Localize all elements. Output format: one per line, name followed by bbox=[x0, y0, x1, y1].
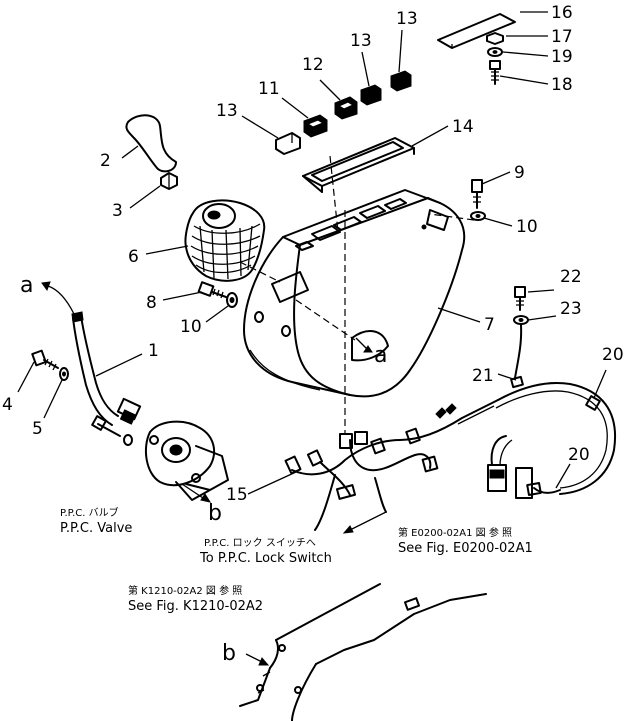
callout-10-right: 10 bbox=[516, 217, 538, 237]
callout-20-top: 20 bbox=[602, 345, 624, 365]
callout-8: 8 bbox=[146, 293, 157, 313]
lower-frame bbox=[239, 583, 487, 721]
caption-fig-e-en: See Fig. E0200-02A1 bbox=[398, 541, 533, 556]
callout-leaders bbox=[17, 11, 607, 495]
callout-20-bottom: 20 bbox=[568, 445, 590, 465]
callout-7: 7 bbox=[484, 315, 495, 335]
part-12-cap bbox=[334, 96, 358, 120]
part-3-nut bbox=[160, 172, 178, 190]
part-9-bolt bbox=[471, 179, 483, 209]
part-13-cap-middle bbox=[360, 84, 382, 106]
caption-ppc-valve-jp: P.P.C. バルブ bbox=[60, 506, 119, 519]
callout-9: 9 bbox=[514, 163, 525, 183]
callout-11: 11 bbox=[258, 79, 280, 99]
part-13-cap-left bbox=[275, 132, 301, 155]
callout-15: 15 bbox=[226, 485, 248, 505]
callout-4: 4 bbox=[2, 395, 13, 415]
part-6-rubber-boot bbox=[184, 199, 266, 282]
part-15-wiring-harness bbox=[284, 399, 499, 531]
callout-13-middle: 13 bbox=[350, 31, 372, 51]
part-17-nut bbox=[486, 32, 504, 45]
dashed-line-bolt9 bbox=[429, 213, 475, 221]
callout-numbers: 16 17 19 18 13 13 12 11 13 14 2 9 3 10 6… bbox=[2, 3, 624, 505]
callout-13-left: 13 bbox=[216, 101, 238, 121]
part-16-plate bbox=[437, 13, 516, 49]
caption-fig-k-jp: 第 K1210-02A2 図 参 照 bbox=[128, 584, 242, 597]
callout-3: 3 bbox=[112, 201, 123, 221]
part-4-bolt bbox=[31, 349, 59, 371]
callout-12: 12 bbox=[302, 55, 324, 75]
marker-b-valve: b bbox=[208, 501, 222, 526]
callout-22: 22 bbox=[560, 267, 582, 287]
part-19-washer bbox=[487, 47, 503, 57]
part-13-cap-right bbox=[390, 70, 412, 92]
callout-21: 21 bbox=[472, 366, 494, 386]
dashed-line-console bbox=[295, 299, 356, 341]
caption-ppc-valve-en: P.P.C. Valve bbox=[60, 521, 132, 536]
part-11-cap bbox=[303, 114, 328, 138]
dashed-line-bezel bbox=[329, 155, 339, 233]
part-18-bolt bbox=[489, 60, 501, 85]
callout-1: 1 bbox=[148, 341, 159, 361]
part-5-washer bbox=[59, 367, 69, 381]
arrow-b-frame bbox=[245, 653, 270, 666]
marker-a-top: a bbox=[20, 273, 33, 298]
arrow-b-valve bbox=[181, 483, 212, 503]
callout-17: 17 bbox=[551, 27, 573, 47]
callout-13-right: 13 bbox=[396, 9, 418, 29]
callout-18: 18 bbox=[551, 75, 573, 95]
part-20-harness bbox=[495, 324, 617, 496]
ppc-valve bbox=[91, 415, 229, 501]
part-1-lever bbox=[71, 311, 142, 426]
caption-lock-switch-en: To P.P.C. Lock Switch bbox=[199, 551, 332, 566]
part-22-bolt bbox=[514, 286, 526, 311]
callout-2: 2 bbox=[100, 151, 111, 171]
callout-6: 6 bbox=[128, 247, 139, 267]
callout-5: 5 bbox=[32, 419, 43, 439]
marker-a-console: a bbox=[374, 343, 387, 368]
part-8-bolt bbox=[197, 281, 227, 299]
part-10-washer-right bbox=[470, 211, 486, 221]
caption-fig-k-en: See Fig. K1210-02A2 bbox=[128, 599, 263, 614]
callout-16: 16 bbox=[551, 3, 573, 23]
callout-10-left: 10 bbox=[180, 317, 202, 337]
caption-fig-e-jp: 第 E0200-02A1 図 参 照 bbox=[398, 526, 512, 539]
callout-19: 19 bbox=[551, 47, 573, 67]
part-14-bezel bbox=[302, 137, 415, 193]
callout-14: 14 bbox=[452, 117, 474, 137]
arrow-a-top bbox=[41, 281, 75, 315]
dashed-line-boot bbox=[239, 261, 281, 283]
part-10-washer-left bbox=[226, 292, 238, 308]
part-7-console-box bbox=[243, 189, 466, 398]
connectors-right bbox=[487, 435, 533, 499]
arrow-lock-switch bbox=[342, 511, 387, 534]
part-23-washer bbox=[513, 315, 529, 325]
arrow-a-console bbox=[355, 337, 373, 353]
caption-lock-switch-jp: P.P.C. ロック スイッチへ bbox=[204, 537, 316, 549]
callout-23: 23 bbox=[560, 299, 582, 319]
part-2-lever-knob bbox=[125, 114, 177, 173]
marker-b-frame: b bbox=[222, 641, 236, 666]
